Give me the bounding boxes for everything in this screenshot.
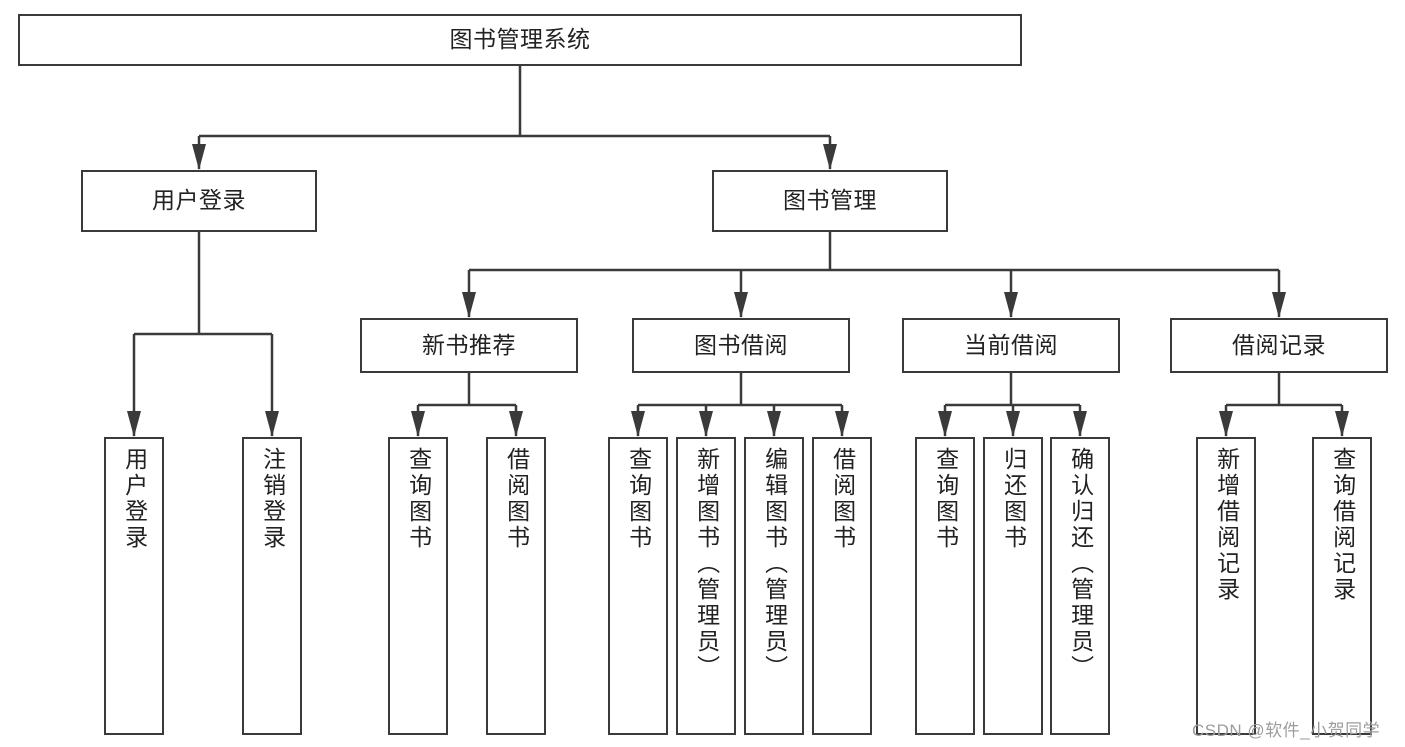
node-label: 查询图书 — [625, 447, 652, 551]
node-leaf-cur-confirm[interactable]: 确认归还（管理员） — [1050, 437, 1110, 735]
node-label: 归还图书 — [1000, 447, 1027, 551]
node-label: 新增图书（管理员） — [693, 447, 720, 681]
node-label: 新增借阅记录 — [1213, 447, 1240, 603]
node-label: 查询图书 — [405, 447, 432, 551]
node-label: 编辑图书（管理员） — [761, 447, 788, 681]
node-leaf-bw-query[interactable]: 查询图书 — [608, 437, 668, 735]
node-leaf-cur-query[interactable]: 查询图书 — [915, 437, 975, 735]
node-label: 用户登录 — [152, 187, 246, 214]
node-record[interactable]: 借阅记录 — [1170, 318, 1388, 373]
node-root[interactable]: 图书管理系统 — [18, 14, 1022, 66]
node-leaf-bw-add[interactable]: 新增图书（管理员） — [676, 437, 736, 735]
node-label: 查询借阅记录 — [1329, 447, 1356, 603]
node-leaf-rec-query[interactable]: 查询借阅记录 — [1312, 437, 1372, 735]
node-leaf-bw-borrow[interactable]: 借阅图书 — [812, 437, 872, 735]
node-leaf-cur-return[interactable]: 归还图书 — [983, 437, 1043, 735]
node-label: 确认归还（管理员） — [1067, 447, 1094, 681]
node-label: 当前借阅 — [964, 331, 1058, 358]
node-new-book[interactable]: 新书推荐 — [360, 318, 578, 373]
node-label: 借阅记录 — [1232, 331, 1326, 358]
node-leaf-nb-borrow[interactable]: 借阅图书 — [486, 437, 546, 735]
node-label: 图书管理系统 — [449, 26, 591, 53]
csdn-watermark: CSDN @软件_小贺同学 — [1192, 721, 1381, 740]
node-label: 图书借阅 — [694, 331, 788, 358]
node-label: 用户登录 — [121, 447, 148, 551]
node-leaf-rec-add[interactable]: 新增借阅记录 — [1196, 437, 1256, 735]
node-leaf-user-logout[interactable]: 注销登录 — [242, 437, 302, 735]
node-leaf-user-login[interactable]: 用户登录 — [104, 437, 164, 735]
node-label: 新书推荐 — [422, 331, 516, 358]
node-label: 图书管理 — [783, 187, 877, 214]
node-label: 查询图书 — [932, 447, 959, 551]
node-current[interactable]: 当前借阅 — [902, 318, 1120, 373]
node-label: 借阅图书 — [829, 447, 856, 551]
node-book-manage[interactable]: 图书管理 — [712, 170, 948, 232]
node-label: 注销登录 — [259, 447, 286, 551]
node-leaf-bw-edit[interactable]: 编辑图书（管理员） — [744, 437, 804, 735]
node-borrow[interactable]: 图书借阅 — [632, 318, 850, 373]
node-label: 借阅图书 — [503, 447, 530, 551]
node-leaf-nb-query[interactable]: 查询图书 — [388, 437, 448, 735]
node-login[interactable]: 用户登录 — [81, 170, 317, 232]
